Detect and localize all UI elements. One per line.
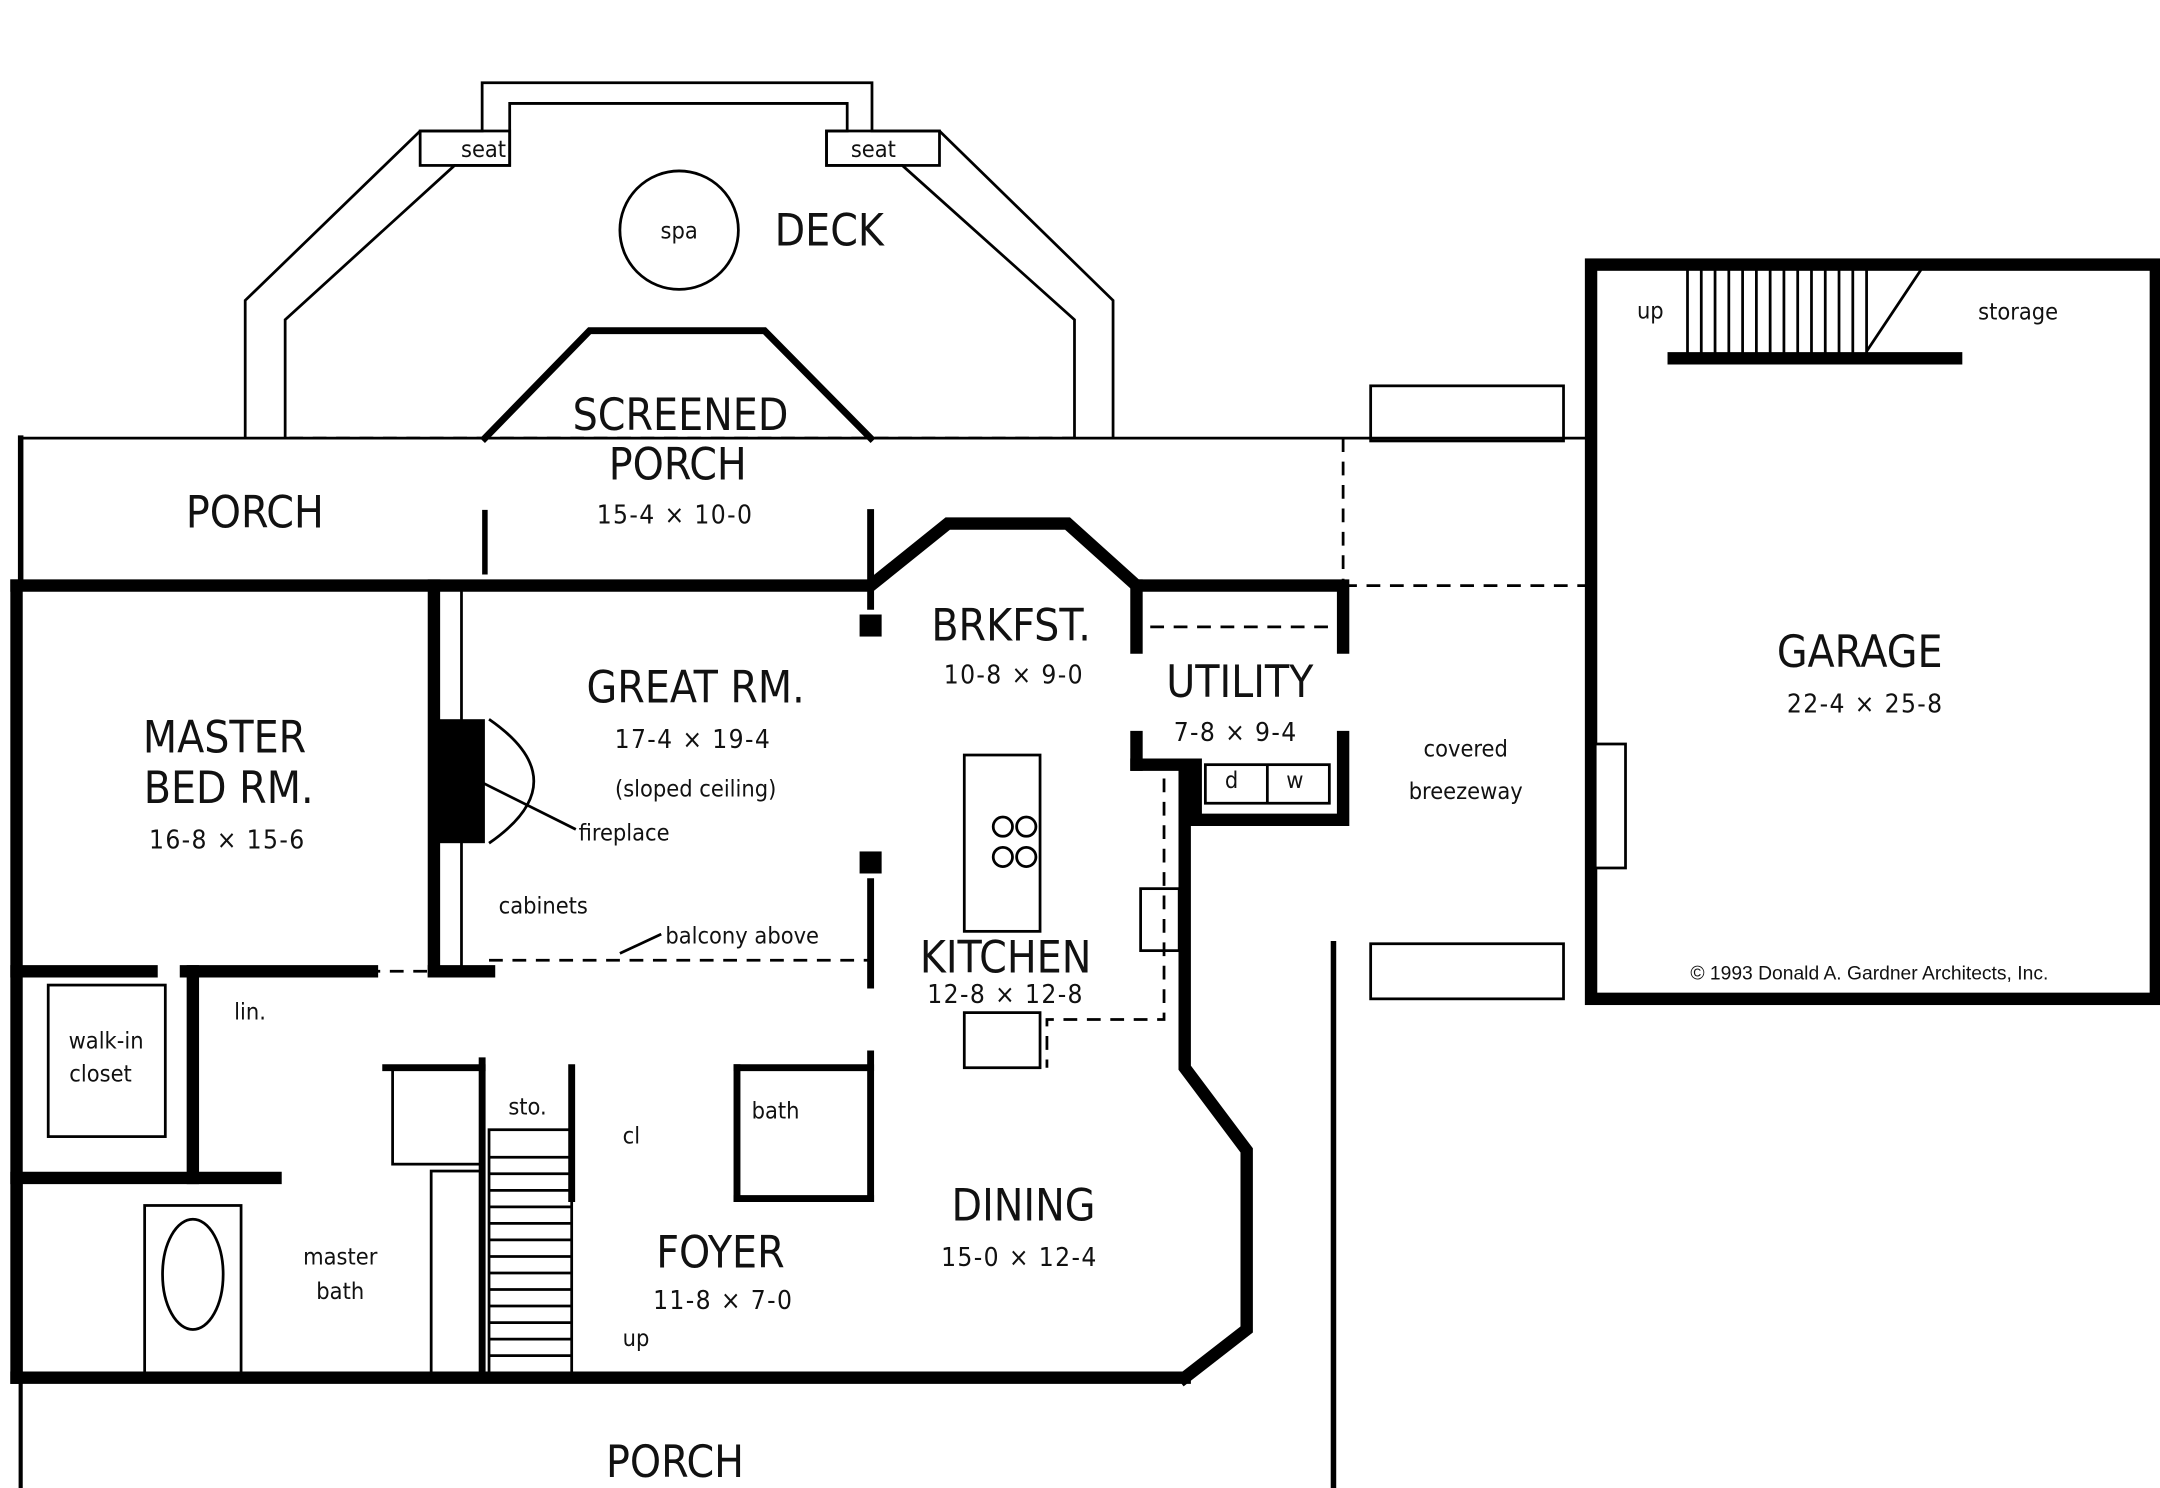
garage-dimensions: 22-4 × 25-8 xyxy=(1787,689,1944,719)
spa-label: spa xyxy=(661,216,698,244)
bath-label: bath xyxy=(752,1097,800,1125)
seat-label-right: seat xyxy=(851,135,896,163)
great-room-label: GREAT RM. xyxy=(587,663,805,714)
walkin-label-2: closet xyxy=(69,1060,132,1088)
closet-label: cl xyxy=(623,1121,640,1149)
garage-walls xyxy=(1584,258,2160,1006)
breezeway-label-2: breezeway xyxy=(1409,777,1523,805)
kitchen-label: KITCHEN xyxy=(920,933,1092,984)
foyer-dimensions: 11-8 × 7-0 xyxy=(653,1286,793,1316)
storage-closet-label: sto. xyxy=(508,1093,546,1121)
screened-porch-label: SCREENED xyxy=(573,390,789,441)
stair-up-label: up xyxy=(623,1324,650,1352)
deck-label: DECK xyxy=(775,205,885,256)
great-room-dimensions: 17-4 × 19-4 xyxy=(615,725,772,755)
master-bath-label-2: bath xyxy=(316,1277,364,1305)
foyer-label: FOYER xyxy=(656,1227,784,1278)
master-bed-label-2: BED RM. xyxy=(144,763,314,814)
great-room-note: (sloped ceiling) xyxy=(615,774,776,802)
linen-label: lin. xyxy=(234,998,266,1026)
fireplace-note: fireplace xyxy=(579,818,670,846)
screened-porch-dimensions: 15-4 × 10-0 xyxy=(597,501,754,531)
dining-label: DINING xyxy=(952,1181,1096,1232)
spa xyxy=(618,169,740,291)
deck-outline xyxy=(243,81,1115,439)
master-bed-dimensions: 16-8 × 15-6 xyxy=(149,826,306,856)
dining-dimensions: 15-0 × 12-4 xyxy=(941,1243,1098,1273)
brkfst-label: BRKFST. xyxy=(931,601,1091,652)
utility-label: UTILITY xyxy=(1166,657,1314,708)
stairs xyxy=(487,1128,574,1380)
seat-label-left: seat xyxy=(461,135,506,163)
kitchen-dimensions: 12-8 × 12-8 xyxy=(927,980,1084,1010)
brkfst-dimensions: 10-8 × 9-0 xyxy=(944,660,1084,690)
storage-label: storage xyxy=(1978,298,2058,326)
dryer-label: d xyxy=(1225,766,1238,794)
master-bed-label: MASTER xyxy=(143,712,306,763)
cabinets-note: cabinets xyxy=(499,891,588,919)
garage-up-label: up xyxy=(1637,296,1664,324)
walkin-label: walk-in xyxy=(69,1026,144,1054)
utility-dimensions: 7-8 × 9-4 xyxy=(1174,718,1298,748)
garage-label: GARAGE xyxy=(1777,627,1943,678)
front-porch-label: PORCH xyxy=(606,1437,744,1488)
master-bath-label: master xyxy=(303,1243,378,1271)
house-walls xyxy=(10,517,1350,1387)
balcony-note: balcony above xyxy=(665,922,819,950)
screened-porch-label-2: PORCH xyxy=(609,440,747,491)
washer-label: w xyxy=(1286,766,1303,794)
copyright: © 1993 Donald A. Gardner Architects, Inc… xyxy=(1690,964,2048,985)
rear-porch-label: PORCH xyxy=(186,488,324,539)
breezeway-label: covered xyxy=(1424,734,1508,762)
